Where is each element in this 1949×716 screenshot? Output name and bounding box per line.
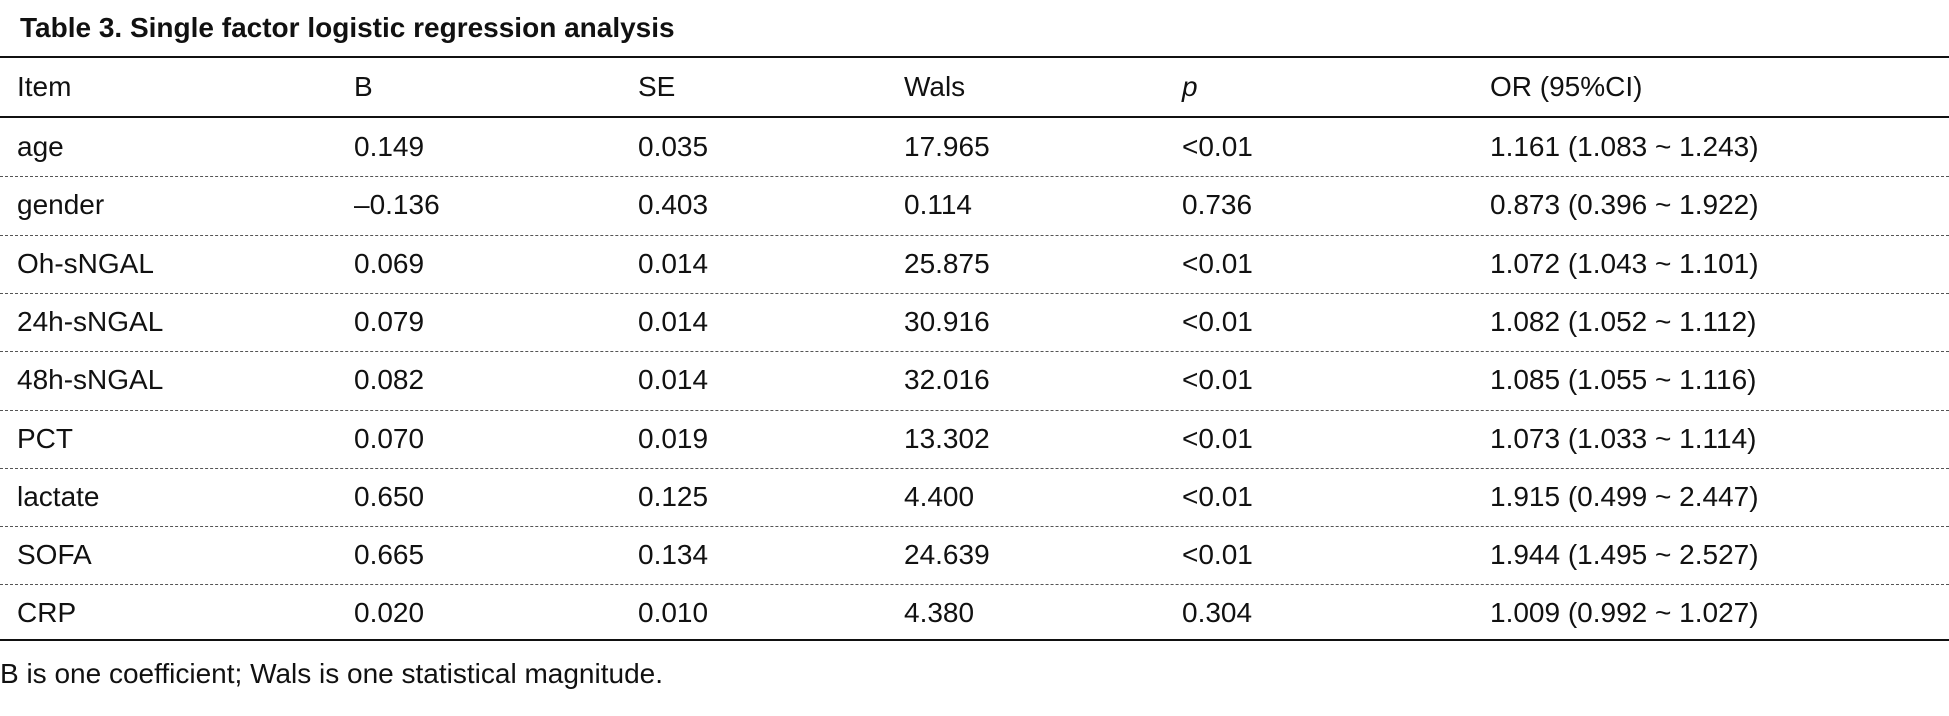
cell-se: 0.125	[638, 480, 709, 512]
cell-wals: 4.400	[904, 480, 975, 512]
cell-b: –0.136	[354, 189, 440, 221]
table-row: gender –0.136 0.403 0.114 0.736 0.873 (0.396 …	[0, 176, 1949, 234]
row-divider	[0, 176, 1949, 178]
cell-b: 0.650	[354, 480, 425, 512]
cell-b: 0.069	[354, 247, 425, 279]
cell-se: 0.403	[638, 189, 709, 221]
cell-item: age	[17, 131, 64, 162]
table-title: Table 3. Single factor logistic regressi…	[20, 12, 675, 43]
cell-or-ci: 1.073 (1.033 ~ 1.114)	[1490, 422, 1757, 454]
header-item: Item	[17, 71, 72, 102]
cell-b: 0.070	[354, 422, 425, 454]
cell-item: gender	[17, 189, 105, 221]
cell-wals: 30.916	[904, 305, 990, 337]
header-p: p	[1182, 71, 1198, 102]
cell-p: <0.01	[1182, 422, 1253, 454]
cell-item: Oh-sNGAL	[17, 247, 154, 279]
table-row: Oh-sNGAL 0.069 0.014 25.875 <0.01 1.072 (1.04…	[0, 235, 1949, 293]
cell-item: CRP	[17, 597, 77, 629]
table-footnote: B is one coefficient; Wals is one statis…	[0, 658, 663, 689]
cell-b: 0.149	[354, 131, 425, 162]
header-or-ci: OR (95%CI)	[1490, 71, 1643, 102]
cell-b: 0.082	[354, 364, 425, 396]
table-row: CRP 0.020 0.010 4.380 0.304 1.009 (0.992 ~ 1.…	[0, 584, 1949, 642]
cell-wals: 4.380	[904, 597, 975, 629]
cell-p: <0.01	[1182, 539, 1253, 571]
cell-p: <0.01	[1182, 131, 1253, 162]
table-row: lactate 0.650 0.125 4.400 <0.01 1.915 (0.499 …	[0, 468, 1949, 526]
header-bottom-rule	[0, 116, 1949, 118]
cell-or-ci: 1.085 (1.055 ~ 1.116)	[1490, 364, 1757, 396]
cell-wals: 17.965	[904, 131, 990, 162]
cell-se: 0.019	[638, 422, 709, 454]
cell-wals: 0.114	[904, 189, 972, 221]
cell-b: 0.665	[354, 539, 425, 571]
table-row: 48h-sNGAL 0.082 0.014 32.016 <0.01 1.085 (1.0…	[0, 351, 1949, 409]
cell-p: <0.01	[1182, 364, 1253, 396]
cell-b: 0.079	[354, 305, 425, 337]
cell-item: SOFA	[17, 539, 92, 571]
table-bottom-rule	[0, 639, 1949, 641]
cell-se: 0.014	[638, 364, 709, 396]
cell-p: <0.01	[1182, 480, 1253, 512]
cell-wals: 32.016	[904, 364, 990, 396]
row-divider	[0, 409, 1949, 411]
cell-p: 0.736	[1182, 189, 1253, 221]
header-b: B	[354, 71, 373, 102]
cell-p: <0.01	[1182, 247, 1253, 279]
header-wals: Wals	[904, 71, 966, 102]
cell-wals: 24.639	[904, 539, 990, 571]
cell-se: 0.035	[638, 131, 709, 162]
table-header-row: Item B SE Wals p OR (95%CI)	[0, 58, 1949, 116]
cell-se: 0.014	[638, 247, 709, 279]
cell-p: 0.304	[1182, 597, 1253, 629]
table-row: 24h-sNGAL 0.079 0.014 30.916 <0.01 1.082 (1.0…	[0, 293, 1949, 351]
row-divider	[0, 292, 1949, 294]
cell-b: 0.020	[354, 597, 425, 629]
cell-se: 0.010	[638, 597, 709, 629]
cell-item: PCT	[17, 422, 73, 454]
cell-se: 0.134	[638, 539, 709, 571]
cell-or-ci: 1.915 (0.499 ~ 2.447)	[1490, 480, 1759, 512]
cell-or-ci: 0.873 (0.396 ~ 1.922)	[1490, 189, 1759, 221]
cell-or-ci: 1.944 (1.495 ~ 2.527)	[1490, 539, 1759, 571]
table-row: age 0.149 0.035 17.965 <0.01 1.161 (1.083 ~ 1…	[0, 118, 1949, 176]
cell-p: <0.01	[1182, 305, 1253, 337]
cell-item: 48h-sNGAL	[17, 364, 164, 396]
cell-item: 24h-sNGAL	[17, 305, 164, 337]
cell-or-ci: 1.072 (1.043 ~ 1.101)	[1490, 247, 1759, 279]
row-divider	[0, 467, 1949, 469]
row-divider	[0, 526, 1949, 528]
cell-wals: 25.875	[904, 247, 990, 279]
cell-wals: 13.302	[904, 422, 990, 454]
table-row: PCT 0.070 0.019 13.302 <0.01 1.073 (1.033 ~ 1…	[0, 410, 1949, 468]
table-row: SOFA 0.665 0.134 24.639 <0.01 1.944 (1.495 ~ …	[0, 526, 1949, 584]
table-top-rule	[0, 56, 1949, 58]
row-divider	[0, 234, 1949, 236]
header-se: SE	[638, 71, 676, 102]
cell-or-ci: 1.009 (0.992 ~ 1.027)	[1490, 597, 1759, 629]
cell-item: lactate	[17, 480, 100, 512]
row-divider	[0, 351, 1949, 353]
cell-or-ci: 1.082 (1.052 ~ 1.112)	[1490, 305, 1757, 337]
row-divider	[0, 584, 1949, 586]
cell-or-ci: 1.161 (1.083 ~ 1.243)	[1490, 131, 1759, 162]
cell-se: 0.014	[638, 305, 709, 337]
